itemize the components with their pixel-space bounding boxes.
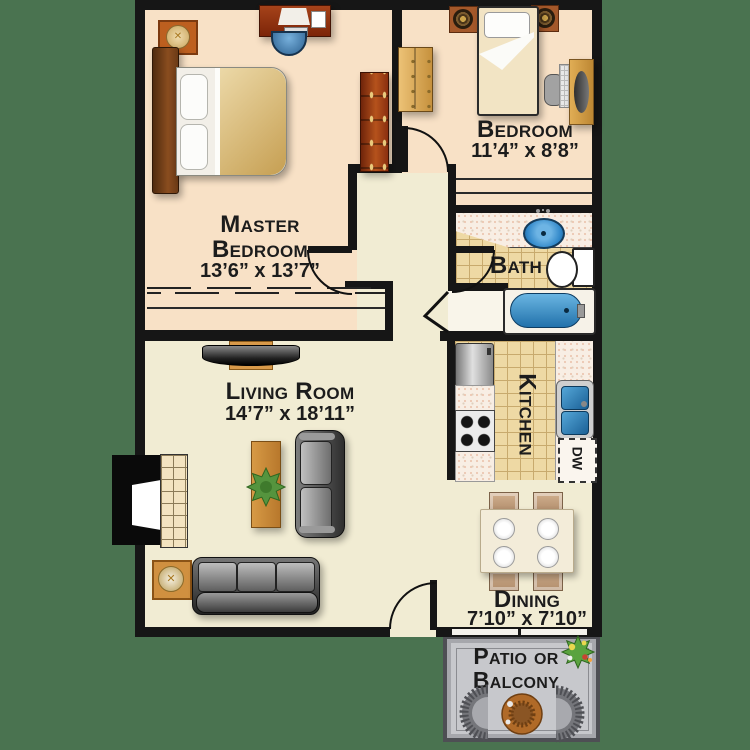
table-decor-medallion: ✕ (158, 566, 184, 592)
blanket (219, 68, 286, 175)
pillow (180, 124, 208, 170)
wall (448, 205, 602, 213)
master-closet-slider-track (147, 287, 385, 289)
drain-dot (541, 231, 546, 236)
dining-table (480, 509, 574, 573)
drain-dot (564, 308, 569, 313)
wall (145, 330, 393, 339)
pillow (180, 74, 208, 120)
plate (537, 518, 559, 540)
wardrobe-dresser (360, 72, 389, 172)
room-dims-dining: 7’10” x 7’10” (466, 608, 588, 630)
tv (202, 345, 300, 366)
console-table (251, 441, 281, 528)
dishwasher-label: DW (569, 446, 586, 470)
room-label-bedroom: Bedroom (477, 116, 573, 143)
door-panel-entry (430, 580, 437, 630)
toilet-bowl (546, 251, 578, 288)
pillow (484, 12, 530, 38)
cushion (198, 562, 237, 592)
sofa (192, 557, 320, 615)
wall (447, 341, 455, 480)
patio-sliding-door-panel (521, 629, 587, 635)
door-panel-bath (452, 246, 494, 253)
master-closet-slider-track (147, 292, 385, 294)
sink-basin (561, 411, 589, 435)
wall (448, 283, 508, 291)
computer-desk (569, 59, 594, 125)
kitchen-sink (556, 380, 594, 439)
room-label-patio: Patio or Balcony (472, 643, 560, 694)
tub-faucet-icon (577, 304, 585, 318)
master-closet-shelf-line (147, 307, 385, 309)
room-label-master-bedroom: Master Bedroom (212, 211, 308, 264)
bedroom-closet-line (456, 192, 592, 194)
cushion (237, 562, 276, 592)
dresser-divider (414, 48, 416, 109)
plate (537, 546, 559, 568)
cushion (276, 562, 315, 592)
twin-bed (477, 6, 539, 116)
fridge-handle (487, 348, 491, 355)
firebox (132, 480, 161, 530)
faucet-icon (581, 401, 587, 407)
bedroom-closet-line (456, 178, 592, 180)
door-panel-master (308, 246, 352, 253)
nightstand (449, 6, 478, 33)
sofa-base (196, 592, 318, 613)
room-dims-bedroom: 11’4” x 8’8” (471, 140, 579, 162)
wall (345, 281, 393, 289)
room-dims-living-room: 14’7” x 18’11” (224, 403, 356, 425)
room-label-kitchen: Kitchen (513, 373, 541, 456)
bed-headboard (152, 47, 179, 194)
bathroom-sink (523, 218, 565, 249)
monitor-top-view (574, 71, 589, 113)
wall (392, 0, 402, 168)
hall-closet-floor (448, 291, 505, 331)
lamp-icon (535, 8, 555, 28)
lamp-icon (453, 9, 473, 29)
desk-chair (271, 31, 307, 56)
fireplace (112, 455, 161, 545)
sheet-fold (215, 68, 220, 175)
mouse-pad (311, 11, 326, 28)
loveseat (295, 430, 345, 538)
double-bed (176, 67, 287, 176)
cushion (300, 441, 332, 485)
hearth-tile (160, 454, 188, 548)
plate (493, 518, 515, 540)
faucet-icon (536, 209, 540, 213)
monitor (278, 8, 310, 25)
room-label-dining: Dining (493, 586, 561, 613)
entry-opening (390, 627, 436, 637)
wall (348, 173, 357, 250)
armrest (299, 526, 335, 533)
wall (448, 164, 456, 250)
room-dims-master-bedroom: 13’6” x 13’7” (199, 260, 321, 282)
cushion (300, 487, 332, 531)
wall (440, 331, 602, 341)
bathtub (510, 293, 585, 328)
refrigerator (455, 343, 494, 387)
side-table: ✕ (152, 560, 192, 600)
door-panel-bedroom (401, 126, 408, 172)
wall (385, 281, 393, 339)
stove (455, 410, 495, 452)
dresser (398, 47, 433, 112)
wall-art-medallion: ✕ (166, 25, 190, 49)
patio-sliding-door-panel (452, 629, 518, 635)
room-label-bath: Bath (489, 252, 543, 279)
plate (493, 546, 515, 568)
hall-passage-patch (393, 330, 440, 341)
room-label-living-room: Living Room (225, 378, 355, 405)
armrest (299, 433, 335, 440)
dishwasher: DW (558, 438, 597, 483)
